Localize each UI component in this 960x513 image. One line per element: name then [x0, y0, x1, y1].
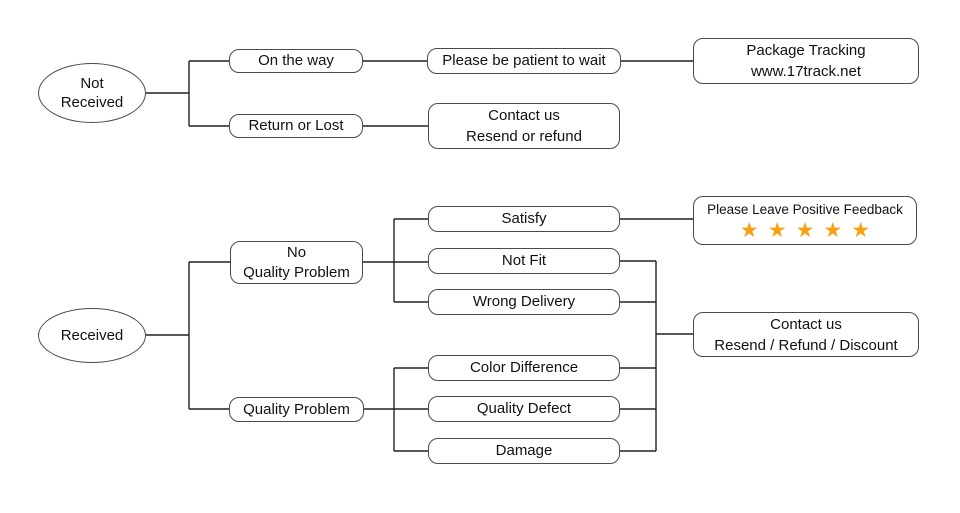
- node-label: Contact us: [770, 315, 842, 333]
- node-quality-defect: Quality Defect: [428, 396, 620, 422]
- node-label: Not: [80, 75, 104, 92]
- node-wrong-delivery: Wrong Delivery: [428, 289, 620, 315]
- node-label: Not Fit: [501, 252, 547, 269]
- node-label: Received: [60, 94, 124, 111]
- node-contact-us-resend-refund: Contact us Resend or refund: [428, 103, 620, 149]
- node-package-tracking: Package Tracking www.17track.net: [693, 38, 919, 84]
- node-return-or-lost: Return or Lost: [229, 114, 363, 138]
- node-label: Wrong Delivery: [472, 293, 576, 310]
- node-label: No: [286, 243, 307, 261]
- node-on-the-way: On the way: [229, 49, 363, 73]
- node-damage: Damage: [428, 438, 620, 464]
- tracking-url: www.17track.net: [750, 63, 862, 80]
- node-please-be-patient: Please be patient to wait: [427, 48, 621, 74]
- node-not-fit: Not Fit: [428, 248, 620, 274]
- node-label: Received: [60, 327, 124, 344]
- node-label: Resend or refund: [466, 128, 582, 145]
- node-contact-us-resend-refund-discount: Contact us Resend / Refund / Discount: [693, 312, 919, 357]
- node-label: On the way: [258, 52, 334, 69]
- node-label: Quality Defect: [476, 400, 572, 417]
- node-quality-problem: Quality Problem: [229, 397, 364, 422]
- node-label: Return or Lost: [248, 117, 344, 134]
- node-no-quality-problem: No Quality Problem: [230, 241, 363, 284]
- node-received: Received: [38, 308, 146, 363]
- node-label: Contact us: [488, 107, 560, 124]
- node-satisfy: Satisfy: [428, 206, 620, 232]
- node-label: Satisfy: [501, 210, 547, 227]
- node-label: Please be patient to wait: [442, 52, 606, 69]
- node-label: Quality Problem: [243, 263, 350, 281]
- node-not-received: Not Received: [38, 63, 146, 123]
- node-label: Resend / Refund / Discount: [714, 336, 898, 354]
- node-color-difference: Color Difference: [428, 355, 620, 381]
- node-label: Package Tracking: [746, 42, 866, 59]
- node-positive-feedback: Please Leave Positive Feedback ★★★★★: [693, 196, 917, 245]
- node-label: Quality Problem: [243, 400, 350, 418]
- five-star-rating-icon: ★★★★★: [739, 217, 880, 242]
- node-label: Color Difference: [469, 359, 579, 376]
- node-label: Please Leave Positive Feedback: [707, 201, 903, 217]
- node-label: Damage: [495, 442, 553, 459]
